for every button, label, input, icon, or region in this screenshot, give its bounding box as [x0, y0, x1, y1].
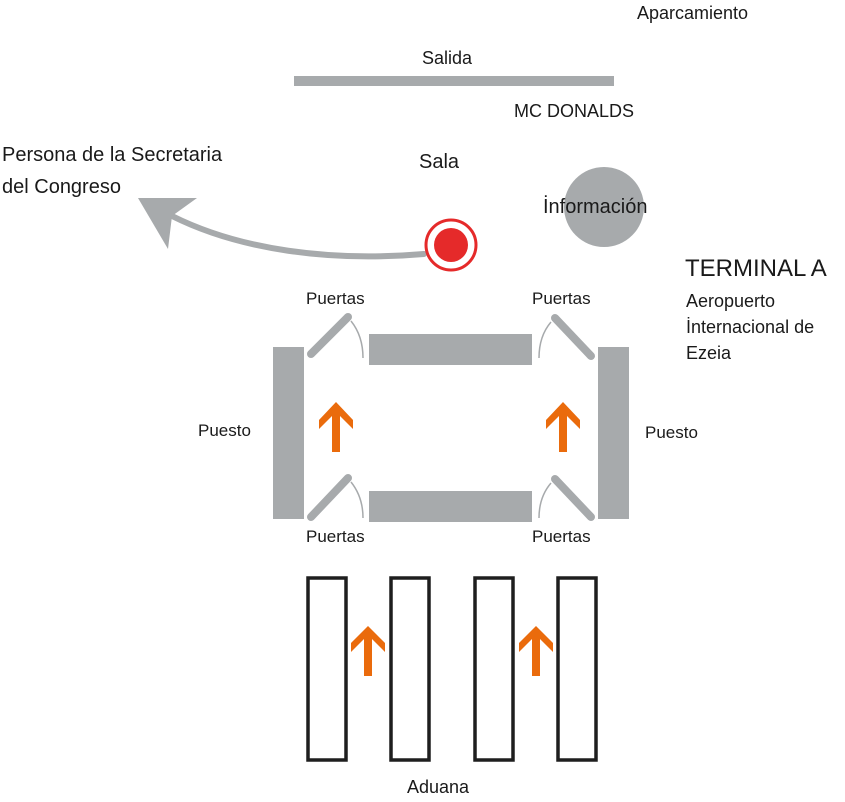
arrow-up-icon [546, 402, 580, 452]
door-swing-arc [538, 321, 552, 359]
post-right-label: Puesto [645, 423, 698, 442]
secretary-person-label: Persona de la Secretaria del Congreso [2, 139, 222, 203]
door-top-left-icon [307, 313, 352, 358]
arrow-up-icon [319, 402, 353, 452]
airport-name-line1: Aeropuerto [686, 291, 776, 311]
hall-label: Sala [419, 151, 460, 173]
arrow-up-icon [351, 626, 385, 676]
airport-name-line3: Ezeia [686, 343, 732, 363]
customs-booth [473, 576, 515, 762]
information-label: İnformación [543, 196, 648, 218]
mcdonalds-label: MC DONALDS [514, 101, 635, 121]
curved-arrow-left-icon [169, 213, 427, 260]
exit-wall [294, 76, 614, 86]
doors-bottom-left-label: Puertas [306, 527, 365, 546]
bottom-wall [369, 491, 532, 522]
customs-label: Aduana [407, 777, 470, 797]
you-are-here-dot [434, 228, 468, 262]
door-bottom-right-icon [551, 475, 595, 521]
arrow-head [138, 198, 197, 249]
parking-label: Aparcamiento [637, 3, 749, 23]
door-bottom-left-icon [307, 474, 352, 521]
customs-booth [306, 576, 348, 762]
terminal-title: TERMINAL A [685, 255, 827, 282]
secretary-person-line1: Persona de la Secretaria [2, 144, 223, 166]
door-swing-arc [538, 482, 552, 519]
airport-name-line2: İnternacional de [686, 317, 815, 337]
doors-bottom-right-label: Puertas [532, 527, 591, 546]
door-swing-arc [350, 320, 364, 359]
doors-top-right-label: Puertas [532, 289, 591, 308]
door-swing-arc [350, 481, 364, 519]
top-wall [369, 334, 532, 365]
information-desk [564, 167, 644, 247]
exit-label: Salida [422, 48, 473, 68]
doors-top-left-label: Puertas [306, 289, 365, 308]
post-left-wall [273, 347, 304, 519]
customs-booth [556, 576, 598, 762]
post-left-label: Puesto [198, 421, 251, 440]
door-top-right-icon [551, 314, 595, 360]
arrow-up-icon [519, 626, 553, 676]
post-right-wall [598, 347, 629, 519]
customs-booth [389, 576, 431, 762]
secretary-person-line2: del Congreso [2, 176, 121, 198]
airport-name: Aeropuerto İnternacional de Ezeia [686, 288, 814, 366]
